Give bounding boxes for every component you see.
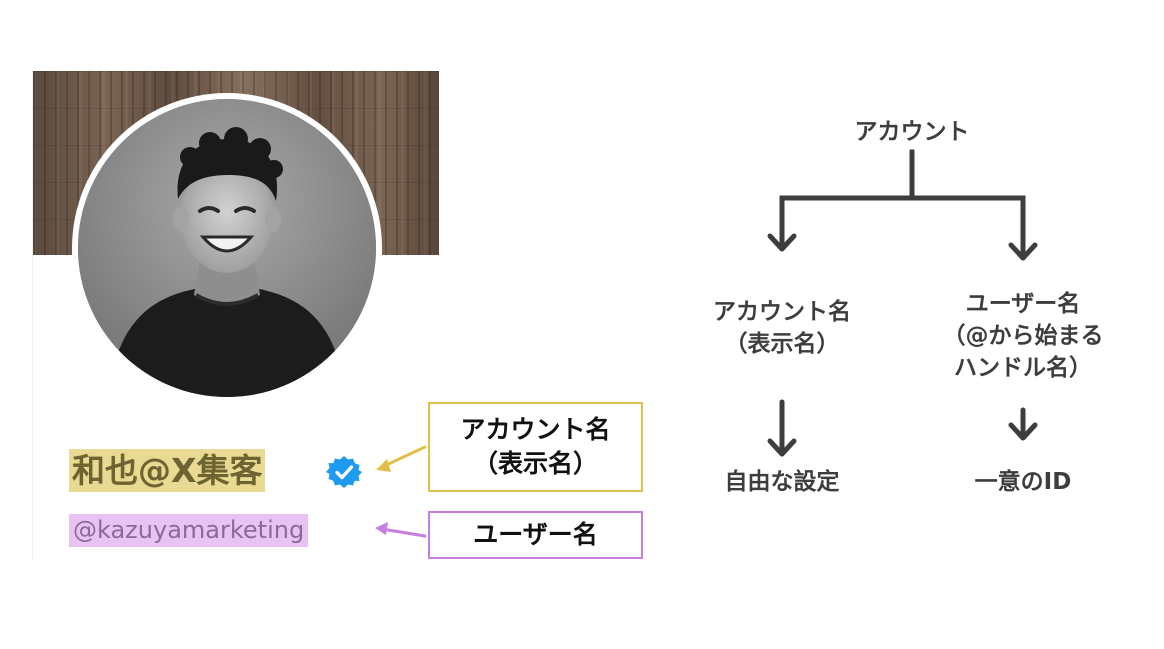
- avatar[interactable]: [78, 99, 376, 397]
- tree-right-label-line3: ハンドル名）: [954, 355, 1092, 381]
- tree-left-label-line1: アカウント名: [713, 299, 851, 325]
- display-name: 和也@X集客: [69, 449, 266, 492]
- display-name-callout-line1: アカウント名: [460, 415, 611, 444]
- tree-left-result: 自由な設定: [724, 469, 840, 495]
- username-callout: ユーザー名: [428, 511, 643, 559]
- tree-arrowheads: [767, 233, 1038, 261]
- tree-left-label-line2: （表示名）: [724, 331, 840, 357]
- tree-right-result: 一意のID: [974, 469, 1072, 495]
- verified-badge-icon: [326, 456, 362, 488]
- profile-card: 和也@X集客 @kazuyamarketing: [32, 71, 439, 561]
- display-name-callout-line2: （表示名）: [472, 449, 598, 478]
- tree-right-label-line1: ユーザー名: [965, 291, 1081, 317]
- tree-right-label-line2: （@から始まる: [942, 323, 1104, 349]
- username-handle[interactable]: @kazuyamarketing: [69, 514, 309, 547]
- tree-left-label: アカウント名 （表示名）: [692, 296, 872, 360]
- tree-right-label: ユーザー名 （@から始まる ハンドル名）: [933, 288, 1113, 384]
- profile-photo: [78, 99, 376, 397]
- result-arrows: [767, 399, 1038, 457]
- tree-root: アカウント: [854, 119, 970, 145]
- tree-connectors: [779, 149, 1026, 259]
- display-name-arrow: [376, 445, 427, 472]
- avatar-ring: [72, 93, 382, 403]
- username-callout-label: ユーザー名: [473, 520, 598, 549]
- username-arrow: [375, 522, 427, 538]
- display-name-callout: アカウント名 （表示名）: [428, 402, 643, 492]
